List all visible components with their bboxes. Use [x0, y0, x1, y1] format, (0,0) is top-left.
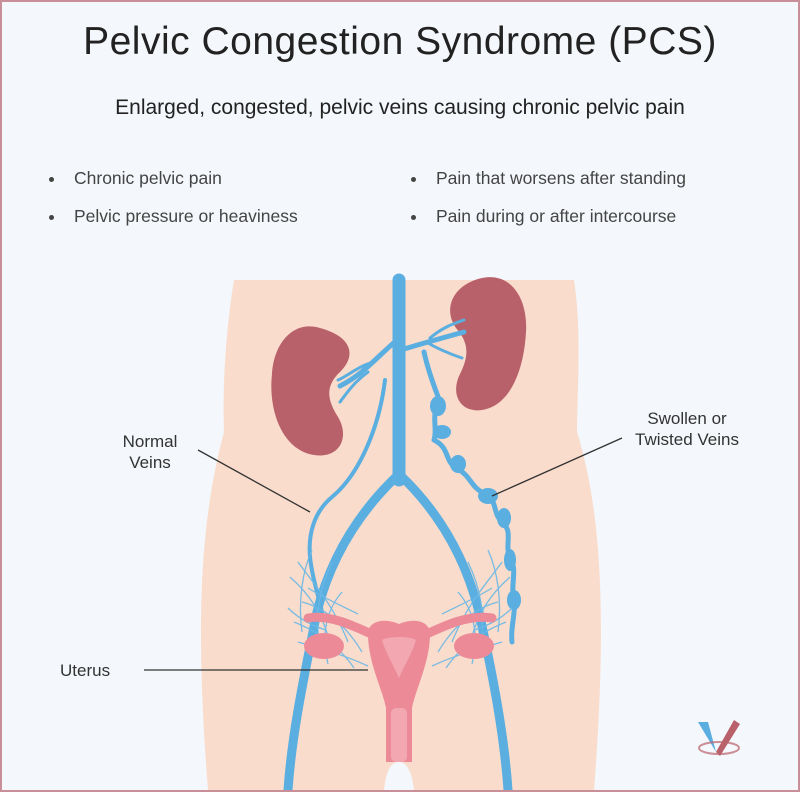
symptom-item: Chronic pelvic pain [46, 168, 222, 189]
swollen-veins-leader-line [491, 437, 623, 497]
page-title: Pelvic Congestion Syndrome (PCS) [83, 20, 717, 63]
symptom-list: Chronic pelvic pain Pelvic pressure or h… [46, 168, 786, 248]
uterus-label: Uterus [60, 661, 111, 680]
right-kidney [450, 277, 527, 411]
normal-ovarian-vein [307, 378, 387, 614]
right-ovary [454, 633, 494, 659]
vein-clinic-logo-icon [698, 720, 740, 756]
uterus-cavity [382, 637, 416, 678]
right-iliac-vein [394, 469, 513, 790]
left-iliac-vein [283, 469, 404, 790]
normal-veins-label: Normal Veins [122, 432, 178, 472]
left-kidney [271, 326, 350, 456]
uterus-body [368, 620, 430, 762]
symptom-item: Pelvic pressure or heaviness [46, 206, 298, 227]
symptom-item: Pain during or after intercourse [408, 206, 676, 227]
uterus-illustration [303, 612, 497, 762]
swollen-veins-label: Swollen or Twisted Veins [635, 409, 739, 449]
symptom-item: Pain that worsens after standing [408, 168, 686, 189]
normal-veins-leader-line [197, 449, 311, 513]
page-subtitle: Enlarged, congested, pelvic veins causin… [115, 96, 685, 119]
right-renal-vein [398, 329, 467, 353]
left-ovary [304, 633, 344, 659]
